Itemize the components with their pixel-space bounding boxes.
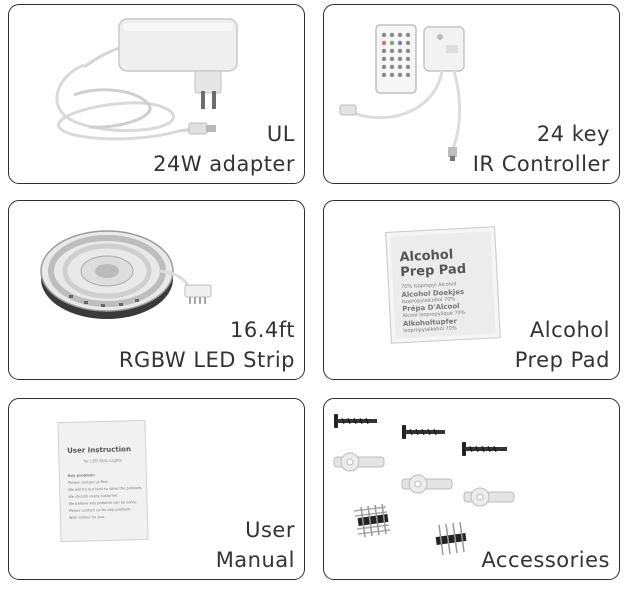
card-ir-controller: 24 key IR Controller <box>323 4 620 184</box>
caption-line1: 16.4ft <box>229 318 295 342</box>
prep-pad-packet: Alcohol Prep Pad 70% Isopropyl Alcohol A… <box>385 226 501 344</box>
caption-line2: 24W adapter <box>153 152 295 176</box>
caption-line2: RGBW LED Strip <box>118 348 295 372</box>
caption-accessories: Accessories <box>481 545 610 575</box>
card-adapter: UL 24W adapter <box>8 4 305 184</box>
caption-line2: Manual <box>215 548 295 572</box>
caption-line2: Prep Pad <box>514 348 610 372</box>
manual-title: User Instruction <box>67 445 132 455</box>
caption-adapter: UL 24W adapter <box>153 119 295 179</box>
screw-icon <box>402 425 445 439</box>
caption-user-manual: User Manual <box>216 515 295 575</box>
card-led-strip: 16.4ft RGBW LED Strip <box>8 200 305 380</box>
mounting-clip-icon <box>333 452 385 472</box>
caption-line1: Alcohol <box>529 318 610 342</box>
caption-line1: User <box>245 518 295 542</box>
card-prep-pad: Alcohol Prep Pad 70% Isopropyl Alcohol A… <box>323 200 620 380</box>
pin-connector-icon <box>435 521 467 556</box>
caption-prep-pad: Alcohol Prep Pad <box>515 315 610 375</box>
prep-pad-title-line2: Prep Pad <box>399 261 467 281</box>
manual-subtitle: for LED Strip Lights <box>83 457 123 464</box>
accessories-image <box>333 414 515 556</box>
caption-line2: IR Controller <box>472 152 610 176</box>
screw-icon <box>462 442 507 456</box>
caption-ir-controller: 24 key IR Controller <box>473 119 610 179</box>
power-adapter-image <box>55 18 238 141</box>
mounting-clip-icon <box>401 474 453 494</box>
user-manual-sheet: User Instruction for LED Strip Lights An… <box>57 419 149 543</box>
screw-icon <box>334 414 377 428</box>
caption-line1: 24 key <box>536 122 610 146</box>
ir-controller-image <box>339 24 465 161</box>
remote-buttons <box>381 32 411 78</box>
card-accessories: Accessories <box>323 398 620 580</box>
manual-line: Wish smiles for you. <box>68 514 106 520</box>
card-user-manual: User Instruction for LED Strip Lights An… <box>8 398 305 580</box>
mounting-clip-icon <box>463 487 515 507</box>
caption-line2: Accessories <box>481 548 610 572</box>
led-strip-reel-image <box>40 230 212 319</box>
pin-connector-icon <box>353 503 391 538</box>
caption-led-strip: 16.4ft RGBW LED Strip <box>119 315 295 375</box>
caption-line1: UL <box>266 122 295 146</box>
